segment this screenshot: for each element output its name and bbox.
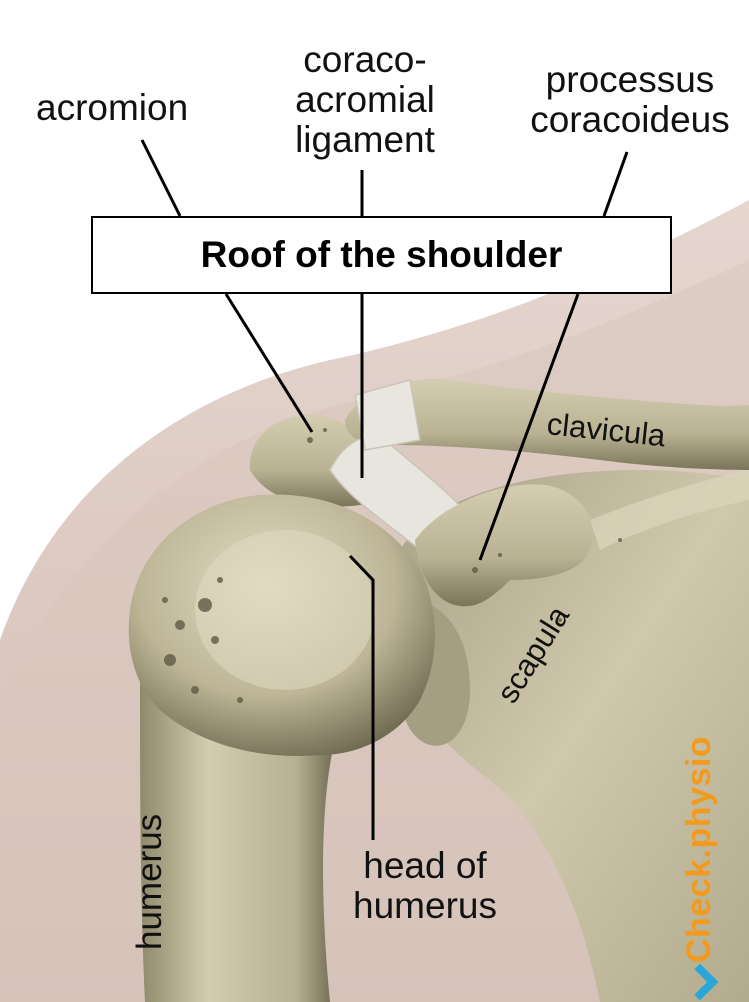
label-humerus: humerus [130,814,170,950]
title-box: Roof of the shoulder [91,216,672,294]
label-processus-coracoideus: processus coracoideus [520,60,740,140]
label-line: humerus [340,886,510,926]
label-line: acromial [280,80,450,120]
label-head-of-humerus: head of humerus [340,846,510,926]
label-line: coraco- [280,40,450,80]
label-line: ligament [280,120,450,160]
label-coracoacromial-ligament: coraco- acromial ligament [280,40,450,160]
label-line: head of [340,846,510,886]
label-acromion: acromion [36,88,188,128]
label-line: coracoideus [520,100,740,140]
logo-text: Check.physio [680,736,719,963]
label-line: processus [520,60,740,100]
check-physio-logo: Check.physio [680,736,719,995]
diagram-title: Roof of the shoulder [201,234,563,276]
checkmark-icon [681,964,718,1001]
